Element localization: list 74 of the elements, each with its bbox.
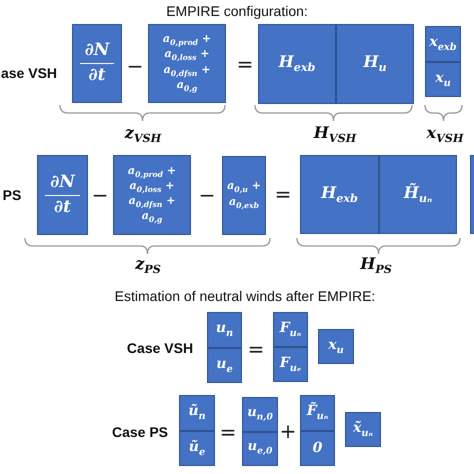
matrix-block bbox=[300, 155, 379, 234]
vector-cell bbox=[273, 347, 308, 382]
vector-cell bbox=[345, 412, 381, 447]
operator: = bbox=[248, 337, 264, 361]
math-term: F$_{uₙ}$ bbox=[280, 320, 302, 340]
vector-cell bbox=[242, 397, 278, 432]
math-term: a$_{0,prod}$ + bbox=[128, 164, 176, 180]
math-term: a$_{0,loss}$ + bbox=[130, 180, 174, 195]
math-term: ∂t bbox=[54, 198, 71, 218]
vector-cell bbox=[425, 62, 461, 97]
math-term: H$_{u}$ bbox=[363, 53, 387, 75]
brace-label: H$_{PS}$ bbox=[360, 254, 392, 276]
math-term: H$_{exb}$ bbox=[278, 53, 316, 75]
vector-cell bbox=[207, 348, 242, 383]
vector-cell bbox=[179, 395, 215, 431]
row-label: Case VSH bbox=[126, 340, 194, 356]
vector-cell bbox=[300, 431, 335, 466]
term-box bbox=[148, 24, 226, 103]
matrix-block bbox=[336, 24, 414, 104]
math-term: x$_{u}$ bbox=[328, 336, 344, 356]
math-term: 0 bbox=[312, 440, 322, 457]
math-term: a$_{0,g}$ bbox=[142, 210, 162, 226]
vector-cell bbox=[273, 312, 308, 347]
row-label: Case PS bbox=[112, 424, 168, 440]
math-term: a$_{0,prod}$ + bbox=[162, 33, 212, 48]
vector-cell bbox=[242, 432, 278, 466]
operator: − bbox=[126, 54, 144, 78]
math-term: a$_{0,dfsn}$ + bbox=[128, 195, 176, 210]
math-term: a$_{0,dfsn}$ + bbox=[164, 64, 210, 79]
operator: = bbox=[220, 420, 236, 444]
operator: − bbox=[92, 183, 108, 207]
math-term: ∂N bbox=[50, 172, 75, 192]
math-term: x$_{u}$ bbox=[435, 70, 451, 90]
brace-label: z$_{VSH}$ bbox=[124, 122, 162, 146]
term-box bbox=[222, 156, 266, 235]
math-term: F̃$_{uₙ}$ bbox=[306, 403, 328, 423]
operator: − bbox=[198, 183, 216, 207]
heading: EMPIRE configuration: bbox=[166, 3, 308, 19]
fraction-box bbox=[37, 155, 88, 235]
math-term: ũ$_{n}$ bbox=[188, 403, 206, 423]
operator: = bbox=[274, 182, 292, 206]
row-label: PS bbox=[2, 187, 22, 203]
operator: + bbox=[280, 419, 296, 443]
math-term: u$_{e}$ bbox=[216, 356, 233, 376]
heading: Estimation of neutral winds after EMPIRE: bbox=[114, 288, 376, 304]
math-term: x$_{exb}$ bbox=[429, 34, 457, 54]
term-box bbox=[113, 155, 191, 235]
fraction-box bbox=[72, 24, 122, 103]
vector-cell bbox=[425, 26, 461, 62]
math-term: H$_{exb}$ bbox=[321, 184, 358, 206]
matrix-block bbox=[379, 155, 457, 234]
vector-cell bbox=[318, 329, 354, 364]
operator: = bbox=[236, 52, 254, 76]
math-term: a$_{0,exb}$ bbox=[228, 196, 259, 211]
vector-cell bbox=[300, 395, 335, 431]
math-term: a$_{0,u}$ + bbox=[227, 180, 261, 196]
brace-label: H$_{VSH}$ bbox=[314, 122, 356, 146]
math-term: F$_{uₑ}$ bbox=[280, 354, 302, 374]
brace-label: x$_{VSH}$ bbox=[426, 122, 464, 146]
math-term: u$_{n}$ bbox=[216, 320, 234, 340]
vector-cell bbox=[179, 431, 215, 466]
math-term: a$_{0,g}$ bbox=[176, 78, 198, 94]
row-label: ase VSH bbox=[0, 65, 58, 81]
math-term: u$_{e,0}$ bbox=[248, 440, 272, 458]
brace-label: z$_{PS}$ bbox=[135, 254, 161, 276]
vector-cell bbox=[207, 312, 242, 348]
math-term: x̃$_{uₙ}$ bbox=[353, 420, 373, 440]
math-term: a$_{0,loss}$ + bbox=[164, 48, 210, 64]
math-term: u$_{n,0}$ bbox=[247, 406, 273, 424]
math-term: H̃$_{uₙ}$ bbox=[404, 184, 432, 206]
matrix-block bbox=[258, 24, 336, 104]
math-term: ∂N bbox=[84, 41, 110, 61]
math-term: ũ$_{e}$ bbox=[188, 438, 206, 458]
math-term: ∂t bbox=[88, 66, 106, 86]
